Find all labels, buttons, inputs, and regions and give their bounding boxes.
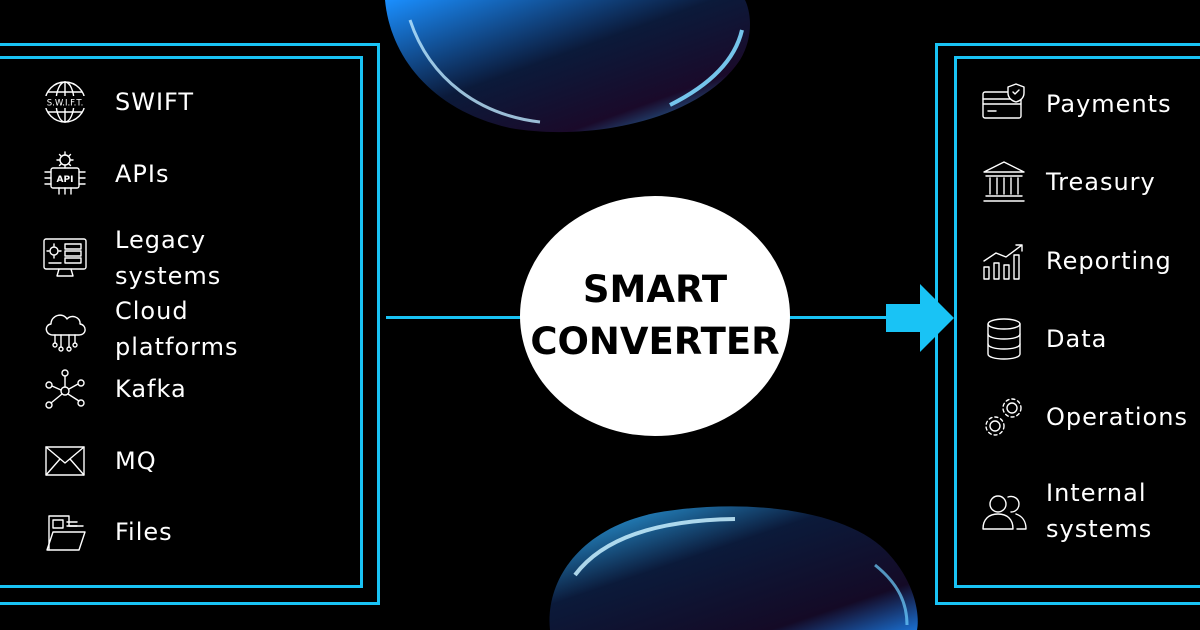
bar-chart-icon [980, 237, 1028, 285]
smart-converter-circle: SMART CONVERTER [520, 196, 790, 436]
target-item-operations: Operations [980, 393, 1188, 441]
source-label: MQ [115, 447, 157, 475]
center-title-line1: SMART [582, 268, 728, 311]
target-item-treasury: Treasury [980, 158, 1156, 206]
target-item-data: Data [980, 315, 1107, 363]
target-label: Payments [1046, 90, 1172, 118]
target-label: Operations [1046, 403, 1188, 431]
api-gear-icon: API [41, 150, 89, 198]
source-item-legacy-systems: Legacy systems [41, 222, 221, 294]
legacy-monitor-icon [41, 234, 89, 282]
target-item-internal-systems: Internal systems [980, 475, 1152, 547]
center-title-line2: CONVERTER [530, 320, 780, 363]
target-label: Treasury [1046, 168, 1156, 196]
database-icon [980, 315, 1028, 363]
source-item-files: Files [41, 508, 173, 556]
svg-text:S.W.I.F.T.: S.W.I.F.T. [47, 99, 84, 109]
source-label: Files [115, 518, 173, 546]
source-label: Legacy systems [115, 226, 222, 290]
source-item-kafka: Kafka [41, 365, 187, 413]
right-inner-frame [954, 56, 1200, 588]
source-item-swift: S.W.I.F.T. SWIFT [41, 78, 194, 126]
source-item-cloud-platforms: Cloud platforms [41, 293, 238, 365]
source-label: APIs [115, 160, 170, 188]
source-label: SWIFT [115, 88, 195, 116]
target-label: Internal systems [1046, 479, 1153, 543]
kafka-nodes-icon [41, 365, 89, 413]
card-shield-icon [980, 80, 1028, 128]
svg-text:API: API [57, 175, 74, 185]
target-label: Reporting [1046, 247, 1172, 275]
source-label: Kafka [115, 375, 187, 403]
users-icon [980, 487, 1028, 535]
top-glossy-blob [385, 0, 750, 133]
source-item-apis: API APIs [41, 150, 169, 198]
bank-building-icon [980, 158, 1028, 206]
envelope-icon [41, 437, 89, 485]
left-inner-frame [0, 56, 363, 588]
target-label: Data [1046, 325, 1108, 353]
folder-files-icon [41, 508, 89, 556]
target-item-payments: Payments [980, 80, 1172, 128]
swift-globe-icon: S.W.I.F.T. [41, 78, 89, 126]
bottom-glossy-blob [549, 506, 918, 630]
gears-icon [980, 393, 1028, 441]
right-arrow-icon [886, 284, 954, 352]
cloud-network-icon [41, 305, 89, 353]
target-item-reporting: Reporting [980, 237, 1172, 285]
right-connector-line [786, 316, 896, 319]
source-item-mq: MQ [41, 437, 157, 485]
left-outer-frame [0, 43, 380, 605]
source-label: Cloud platforms [115, 297, 239, 361]
left-connector-line [386, 316, 526, 319]
